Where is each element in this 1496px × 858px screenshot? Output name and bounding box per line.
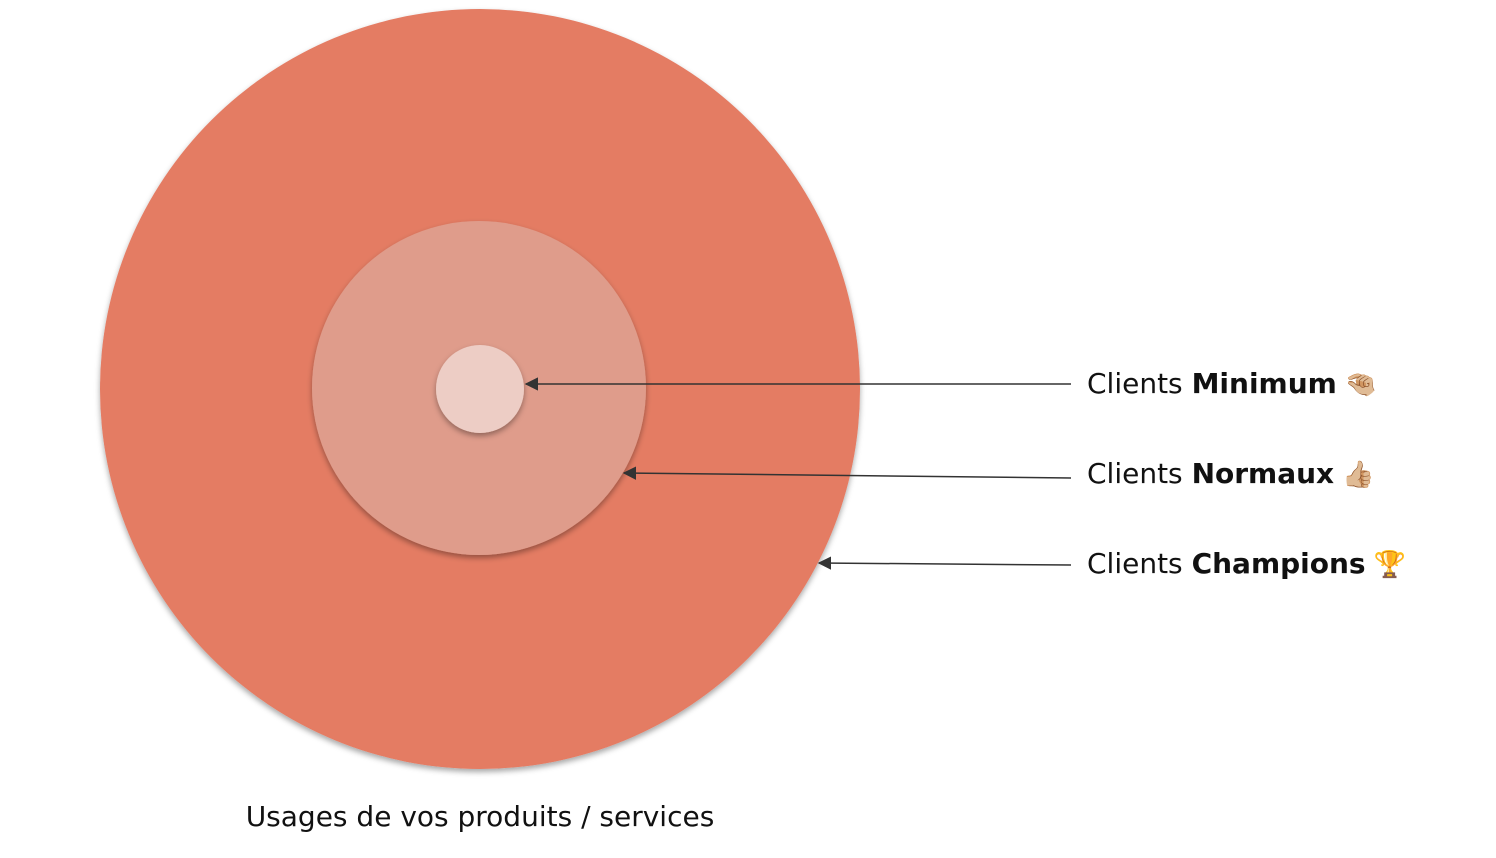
diagram-caption: Usages de vos produits / services: [245, 800, 715, 833]
label-clients-minimum: Clients Minimum🤏🏼: [1087, 367, 1377, 402]
arrow-champions: [817, 556, 1072, 570]
label-prefix: Clients: [1087, 547, 1183, 580]
label-prefix: Clients: [1087, 367, 1183, 400]
pinching-hand-icon: 🤏🏼: [1344, 370, 1378, 400]
label-emphasis: Minimum: [1191, 367, 1337, 400]
arrow-normaux: [622, 466, 1072, 480]
label-clients-champions: Clients Champions🏆: [1087, 547, 1406, 582]
trophy-icon: 🏆: [1373, 550, 1406, 580]
label-emphasis: Normaux: [1191, 457, 1335, 490]
inner-circle-minimum: [436, 345, 524, 433]
label-emphasis: Champions: [1191, 547, 1366, 580]
label-prefix: Clients: [1087, 457, 1183, 490]
thumbs-up-icon: 👍🏼: [1342, 460, 1375, 490]
label-clients-normaux: Clients Normaux👍🏼: [1087, 457, 1374, 492]
